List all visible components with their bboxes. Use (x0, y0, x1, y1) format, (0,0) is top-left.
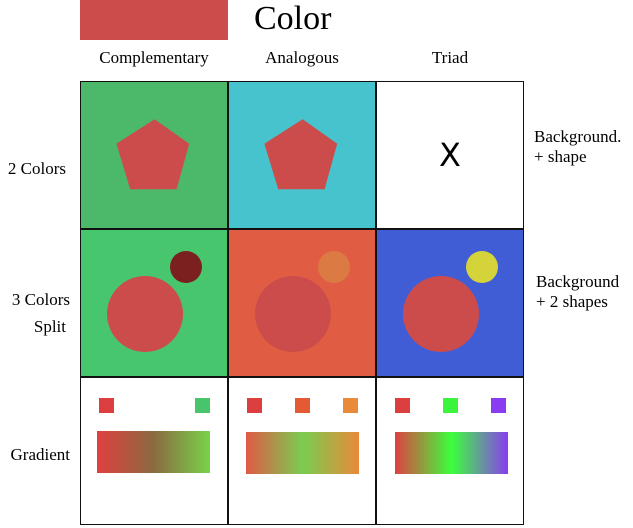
row-label-gradient: Gradient (10, 445, 70, 464)
color-swatch (443, 398, 458, 413)
small-circle (318, 251, 350, 283)
note-background-2-shapes-line2: + 2 shapes (536, 292, 608, 311)
cell-2colors-triad: X (376, 81, 524, 229)
base-color-swatch (80, 0, 228, 40)
large-circle (255, 276, 331, 352)
color-swatch (195, 398, 210, 413)
row-label-3-colors: 3 Colors (11, 290, 70, 309)
color-swatch (295, 398, 310, 413)
pentagon-shape (116, 119, 190, 190)
x-mark: X (439, 136, 461, 174)
note-background-shape-line2: + shape (534, 147, 587, 166)
row-label-split: Split (33, 317, 66, 336)
page-title: Color (254, 0, 332, 37)
row-label-2-colors: 2 Colors (7, 159, 66, 178)
note-background-shape: Background. (534, 127, 622, 146)
gradient-bar (395, 432, 508, 474)
cell-3colors-complementary (80, 229, 228, 377)
color-swatch (247, 398, 262, 413)
gradient-bar (97, 431, 210, 473)
small-circle (466, 251, 498, 283)
color-swatch (491, 398, 506, 413)
cell-2colors-analogous (228, 81, 376, 229)
cell-gradient-analogous (228, 377, 376, 525)
cell-3colors-triad (376, 229, 524, 377)
pentagon-shape (264, 119, 338, 190)
color-swatch (99, 398, 114, 413)
note-background-2-shapes: Background (536, 272, 620, 291)
column-header-triad: Triad (431, 48, 469, 67)
column-header-complementary: Complementary (99, 48, 209, 67)
large-circle (107, 276, 183, 352)
cell-gradient-complementary (80, 377, 228, 525)
cell-2colors-complementary (80, 81, 228, 229)
color-swatch (343, 398, 358, 413)
gradient-bar (246, 432, 359, 474)
small-circle (170, 251, 202, 283)
cell-3colors-analogous (228, 229, 376, 377)
large-circle (403, 276, 479, 352)
color-swatch (395, 398, 410, 413)
column-header-analogous: Analogous (265, 48, 339, 67)
cell-gradient-triad (376, 377, 524, 525)
